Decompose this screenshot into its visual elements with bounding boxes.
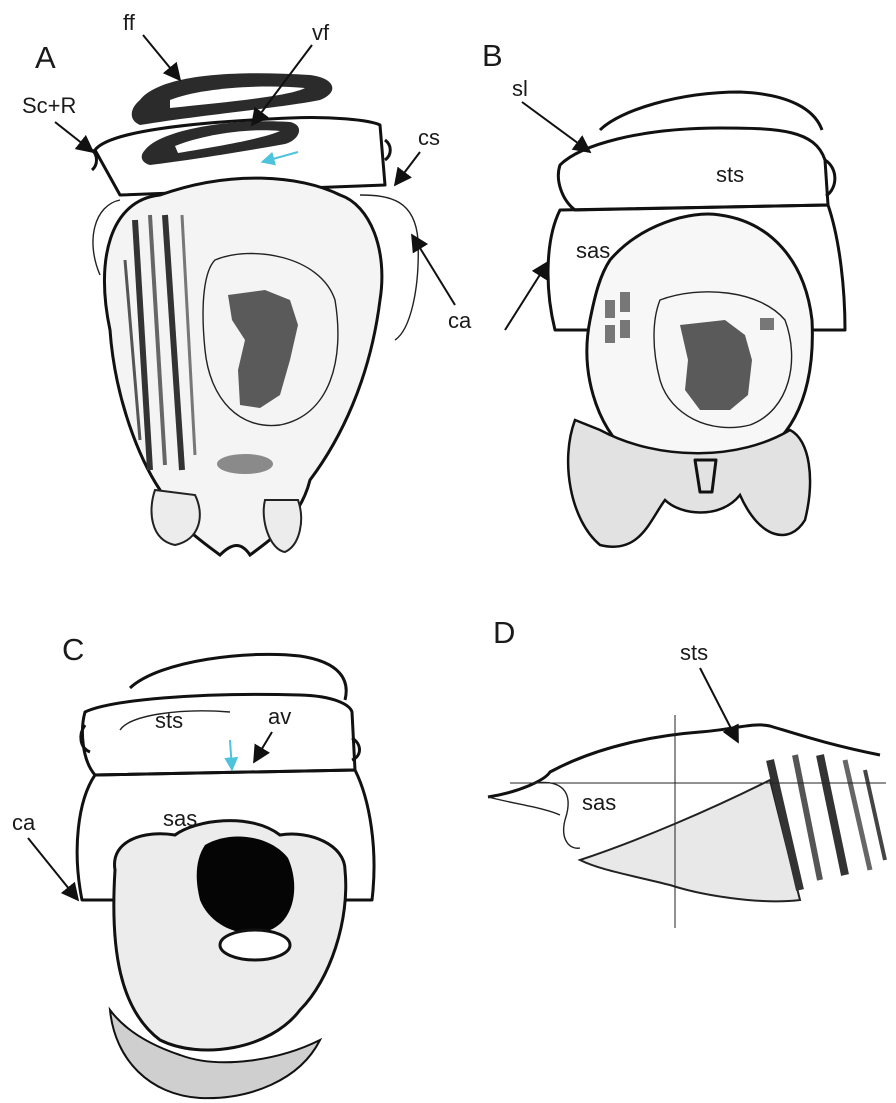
arrow-sc-r — [55, 122, 93, 152]
label-ff: ff — [123, 10, 136, 35]
arrow-cs — [395, 152, 420, 185]
label-sas-c: sas — [163, 806, 197, 831]
gut-content-b — [680, 320, 752, 410]
arrow-ca-c — [28, 838, 78, 900]
arrow-ff — [143, 35, 180, 80]
sc-r-vein — [92, 150, 97, 170]
ventral-lobe-left — [152, 490, 200, 545]
ventral-lobe-right — [264, 500, 301, 552]
panel-a: A ff vf Sc+R cs ca — [22, 10, 472, 555]
label-vf: vf — [312, 20, 330, 45]
panel-d: D sts sas — [488, 615, 886, 928]
label-ca-a: ca — [448, 308, 472, 333]
scutum-dorsal-arch — [600, 92, 822, 130]
panel-letter-b: B — [482, 38, 503, 73]
cyan-arrow-a — [262, 152, 298, 162]
label-sl: sl — [512, 76, 528, 101]
label-sas-d: sas — [582, 790, 616, 815]
arrow-av — [254, 732, 272, 762]
label-sts-d: sts — [680, 640, 708, 665]
label-ca-c: ca — [12, 810, 36, 835]
arrow-sl — [522, 102, 590, 152]
scutal-sts-region — [558, 128, 828, 210]
label-sts-c: sts — [155, 708, 183, 733]
label-cs: cs — [418, 125, 440, 150]
panel-c: C sts av sas ca — [12, 632, 374, 1098]
panel-b: B sl sts sas — [482, 38, 845, 547]
label-sc-r: Sc+R — [22, 93, 76, 118]
right-small-vein — [385, 140, 390, 160]
ventral-organ — [217, 454, 273, 474]
cyan-arrow-c — [230, 740, 232, 770]
lower-edge-d — [488, 797, 560, 815]
arrow-ca-b — [505, 262, 548, 330]
panel-letter-d: D — [493, 615, 515, 650]
label-sts-b: sts — [716, 162, 744, 187]
scutal-sts-region-c — [82, 694, 355, 775]
ventral-organ-c — [220, 930, 290, 960]
sas-outline-d — [535, 782, 580, 848]
label-sas-b: sas — [576, 238, 610, 263]
label-av: av — [268, 704, 291, 729]
panel-letter-c: C — [62, 632, 84, 667]
panel-letter-a: A — [35, 40, 56, 75]
